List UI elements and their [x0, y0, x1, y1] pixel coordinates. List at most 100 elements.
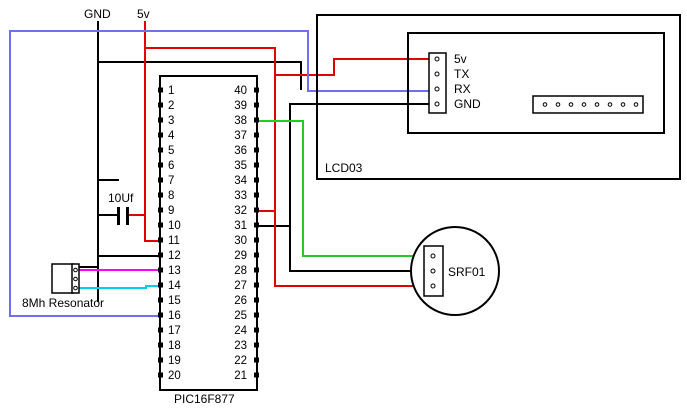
pic-right-pin-label: 37: [234, 130, 247, 142]
pic-pin-square: [254, 312, 259, 318]
pic-pin-square: [254, 372, 259, 378]
wires: [9, 21, 438, 317]
lcd-outer-frame: [316, 14, 681, 180]
pic-pin-square: [158, 132, 163, 138]
pic-right-pin-label: 32: [234, 205, 247, 217]
pic-right-pin-label: 29: [234, 250, 247, 262]
pic-pin-square: [158, 342, 163, 348]
resonator-body: [51, 263, 74, 294]
pic-pin-square: [254, 207, 259, 213]
pic-left-pin-label: 16: [168, 310, 181, 322]
vcc-rail-label: 5v: [137, 7, 150, 21]
pic-left-pin-label: 11: [168, 235, 180, 247]
pic-pin-square: [158, 207, 163, 213]
pic-right-pin-label: 38: [234, 115, 247, 127]
pic-right-pin-label: 28: [234, 265, 247, 277]
pic-pin-square: [254, 87, 259, 93]
pic-pin-square: [254, 327, 259, 333]
gnd-to-lcd-wire: [289, 103, 438, 272]
capacitor-plate-left: [117, 207, 120, 225]
pic-pin-square: [158, 252, 163, 258]
sensor-wire: [256, 120, 434, 257]
pic-pin-square: [254, 162, 259, 168]
pic-pin-square: [158, 372, 163, 378]
capacitor-plate-right: [126, 207, 129, 225]
pic-right-pin-label: 36: [234, 145, 247, 157]
resonator: 8Mh Resonator: [22, 263, 104, 310]
pic-pin-square: [254, 282, 259, 288]
pic-pin-square: [158, 162, 163, 168]
pic-right-pin-label: 40: [234, 85, 247, 97]
pic-left-pin-label: 14: [168, 280, 181, 292]
pic-pin-square: [158, 237, 163, 243]
pic-left-pin-label: 2: [168, 100, 174, 112]
pic-left-pin-label: 15: [168, 295, 181, 307]
pic-pin-square: [158, 117, 163, 123]
pic-pin-square: [254, 192, 259, 198]
pic-pin-square: [254, 297, 259, 303]
resonator-label: 8Mh Resonator: [22, 296, 104, 310]
pic-pin-square: [254, 102, 259, 108]
osc2-wire: [77, 285, 161, 289]
pic-pin-square: [158, 267, 163, 273]
gnd-rail-label: GND: [84, 7, 111, 21]
srf01-pin-dot: [430, 283, 436, 289]
pic-pin-square: [254, 117, 259, 123]
pic-pin-square: [254, 177, 259, 183]
pic-pin-square: [158, 312, 163, 318]
pic-left-pin-label: 12: [168, 250, 181, 262]
capacitor-label: 10Uf: [108, 191, 134, 205]
pic-pin-square: [158, 177, 163, 183]
lcd-pin-label: RX: [454, 82, 471, 96]
lcd-pin-label: 5v: [454, 52, 467, 66]
pic-pin-square: [158, 222, 163, 228]
lcd-expansion-pins: [542, 102, 639, 107]
pic-pin-square: [254, 252, 259, 258]
pic-pin-square: [254, 342, 259, 348]
pic-right-pin-label: 30: [234, 235, 247, 247]
pic-left-pin-label: 1: [168, 85, 174, 97]
pic-pin-square: [254, 132, 259, 138]
pic-pin-square: [254, 237, 259, 243]
srf01-pin-dot: [430, 268, 436, 274]
lcd-pin-dot: [434, 71, 440, 77]
pic-right-pin-label: 24: [234, 325, 247, 337]
serial-rx-wire: [9, 30, 438, 317]
pic-pin-square: [254, 147, 259, 153]
pic-chip: 1234567891011121314151617181920403938373…: [158, 75, 259, 406]
pic-right-pin-label: 27: [234, 280, 247, 292]
pic-body: [159, 75, 258, 391]
capacitor: 10Uf: [98, 191, 134, 225]
lcd-expansion-header: [532, 95, 644, 114]
pic-pin-square: [158, 327, 163, 333]
pic-pin-square: [254, 267, 259, 273]
lcd-pin-label: GND: [454, 97, 481, 111]
lcd-pin-dot: [434, 86, 440, 92]
pic-right-pin-label: 35: [234, 160, 247, 172]
pic-left-pin-label: 5: [168, 145, 174, 157]
srf01-pin-dot: [430, 253, 436, 259]
gnd-rail-wire: [97, 21, 302, 302]
pic-pin-square: [254, 222, 259, 228]
pic-left-pin-label: 9: [168, 205, 174, 217]
pic-pin-square: [158, 297, 163, 303]
pic-right-pin-label: 23: [234, 340, 247, 352]
pic-pin-square: [158, 192, 163, 198]
pic-right-pin-label: 33: [234, 190, 247, 202]
pic-left-pin-label: 19: [168, 355, 181, 367]
pic-left-pin-label: 6: [168, 160, 174, 172]
pic-right-pin-label: 21: [234, 370, 247, 382]
pic-right-pin-label: 39: [234, 100, 247, 112]
lcd-label: LCD03: [325, 161, 363, 175]
pic-left-pin-label: 3: [168, 115, 174, 127]
pic-right-pin-label: 34: [234, 175, 247, 187]
pic-left-pin-label: 13: [168, 265, 181, 277]
pic-right-pin-label: 31: [234, 220, 247, 232]
lcd-pin-dot: [434, 56, 440, 62]
pic-right-pin-label: 26: [234, 295, 247, 307]
pic-left-pin-label: 8: [168, 190, 174, 202]
lcd-connector: [428, 52, 447, 114]
pic-left-pin-label: 4: [168, 130, 175, 142]
lcd-screen-frame: [407, 32, 665, 134]
